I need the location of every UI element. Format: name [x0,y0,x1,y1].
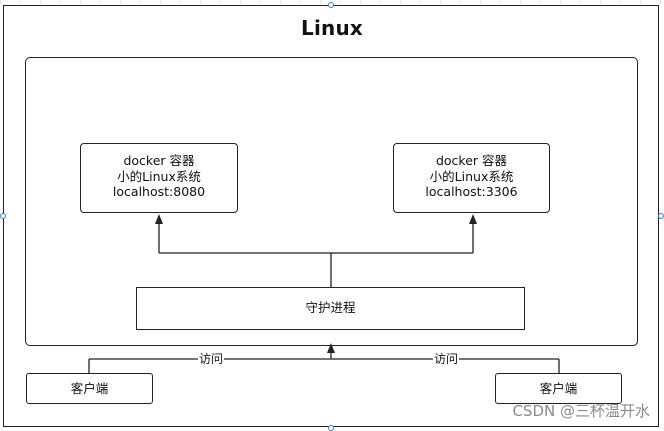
docker-container-box-left[interactable]: docker 容器 小的Linux系统 localhost:8080 [80,143,238,213]
container-left-line-2: 小的Linux系统 [117,168,201,184]
resize-handle-bottom[interactable] [328,425,334,431]
container-right-line-1: docker 容器 [435,153,508,168]
daemon-box[interactable]: 守护进程 [136,287,525,330]
watermark-text: CSDN @三杯温开水 [512,402,650,420]
linux-title: Linux [301,16,363,40]
client-box-left[interactable]: 客户端 [26,373,153,404]
resize-handle-right[interactable] [658,213,664,219]
resize-handle-left[interactable] [0,213,6,219]
access-label-right: 访问 [433,352,460,366]
docker-container-box-right[interactable]: docker 容器 小的Linux系统 localhost:3306 [393,143,550,213]
access-label-left: 访问 [198,352,225,366]
client-box-right[interactable]: 客户端 [495,373,622,404]
container-right-line-3: localhost:3306 [425,184,518,199]
container-left-line-1: docker 容器 [123,153,195,168]
container-left-line-3: localhost:8080 [112,184,206,199]
resize-handle-top[interactable] [328,2,334,8]
container-right-line-2: 小的Linux系统 [429,168,514,184]
